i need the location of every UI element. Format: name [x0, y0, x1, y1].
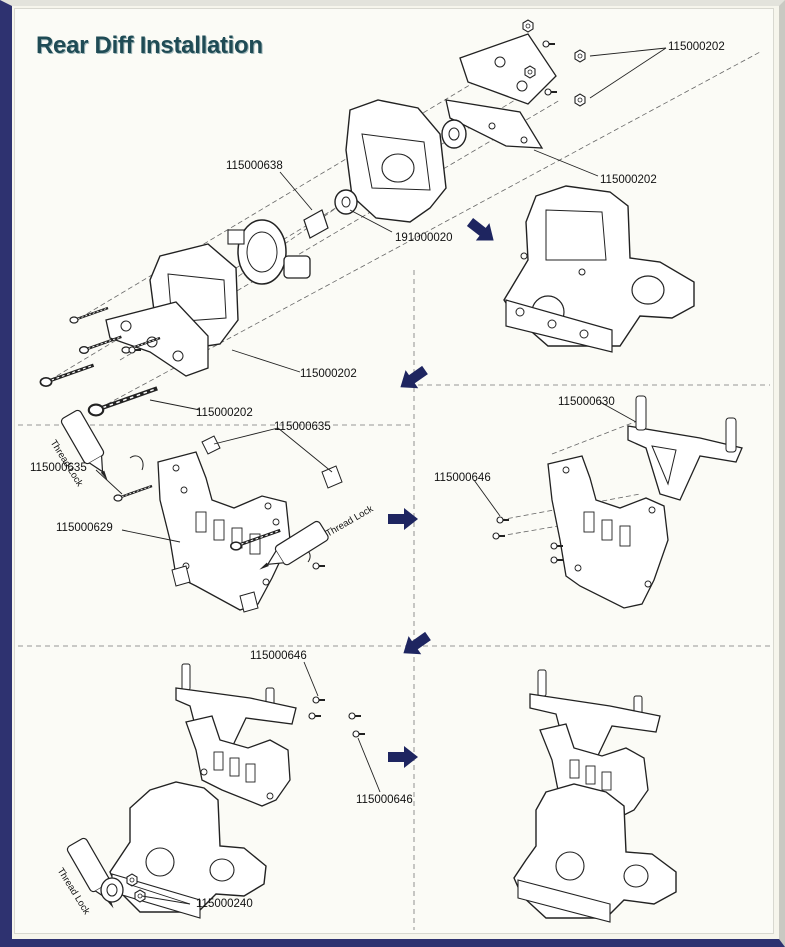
part-number-callout: 115000635 [274, 421, 331, 433]
arrow-icon [388, 746, 418, 768]
leader-lines [95, 47, 667, 905]
page-title: Rear Diff Installation [36, 32, 263, 59]
part-number-callout: 115000202 [668, 41, 725, 53]
part-number-callout: 115000646 [250, 650, 307, 662]
part-number-callout: 115000630 [558, 396, 615, 408]
part-number-callout: 115000629 [56, 522, 113, 534]
arrow-icon [463, 213, 501, 250]
arrow-icon [397, 626, 435, 663]
assembled-diff-view [503, 185, 695, 353]
part-number-callout: 115000646 [356, 794, 413, 806]
arrow-icon [388, 508, 418, 530]
arrow-icon [394, 360, 432, 397]
part-number-callout: 115000202 [600, 174, 657, 186]
tower-to-gearbox-step [100, 663, 366, 919]
final-assembly-view [513, 669, 677, 923]
part-number-callout: 115000638 [226, 160, 283, 172]
part-number-callout: 191000020 [395, 232, 453, 244]
part-number-callout: 115000646 [434, 472, 491, 484]
part-number-callout: 115000635 [30, 462, 87, 474]
shock-tower-step [112, 435, 343, 613]
part-number-callout: 115000240 [196, 898, 253, 910]
brace-step [492, 395, 743, 609]
part-number-callout: 115000202 [300, 368, 357, 380]
exploded-diff-assembly [38, 19, 761, 415]
part-number-callout: 115000202 [196, 407, 253, 419]
